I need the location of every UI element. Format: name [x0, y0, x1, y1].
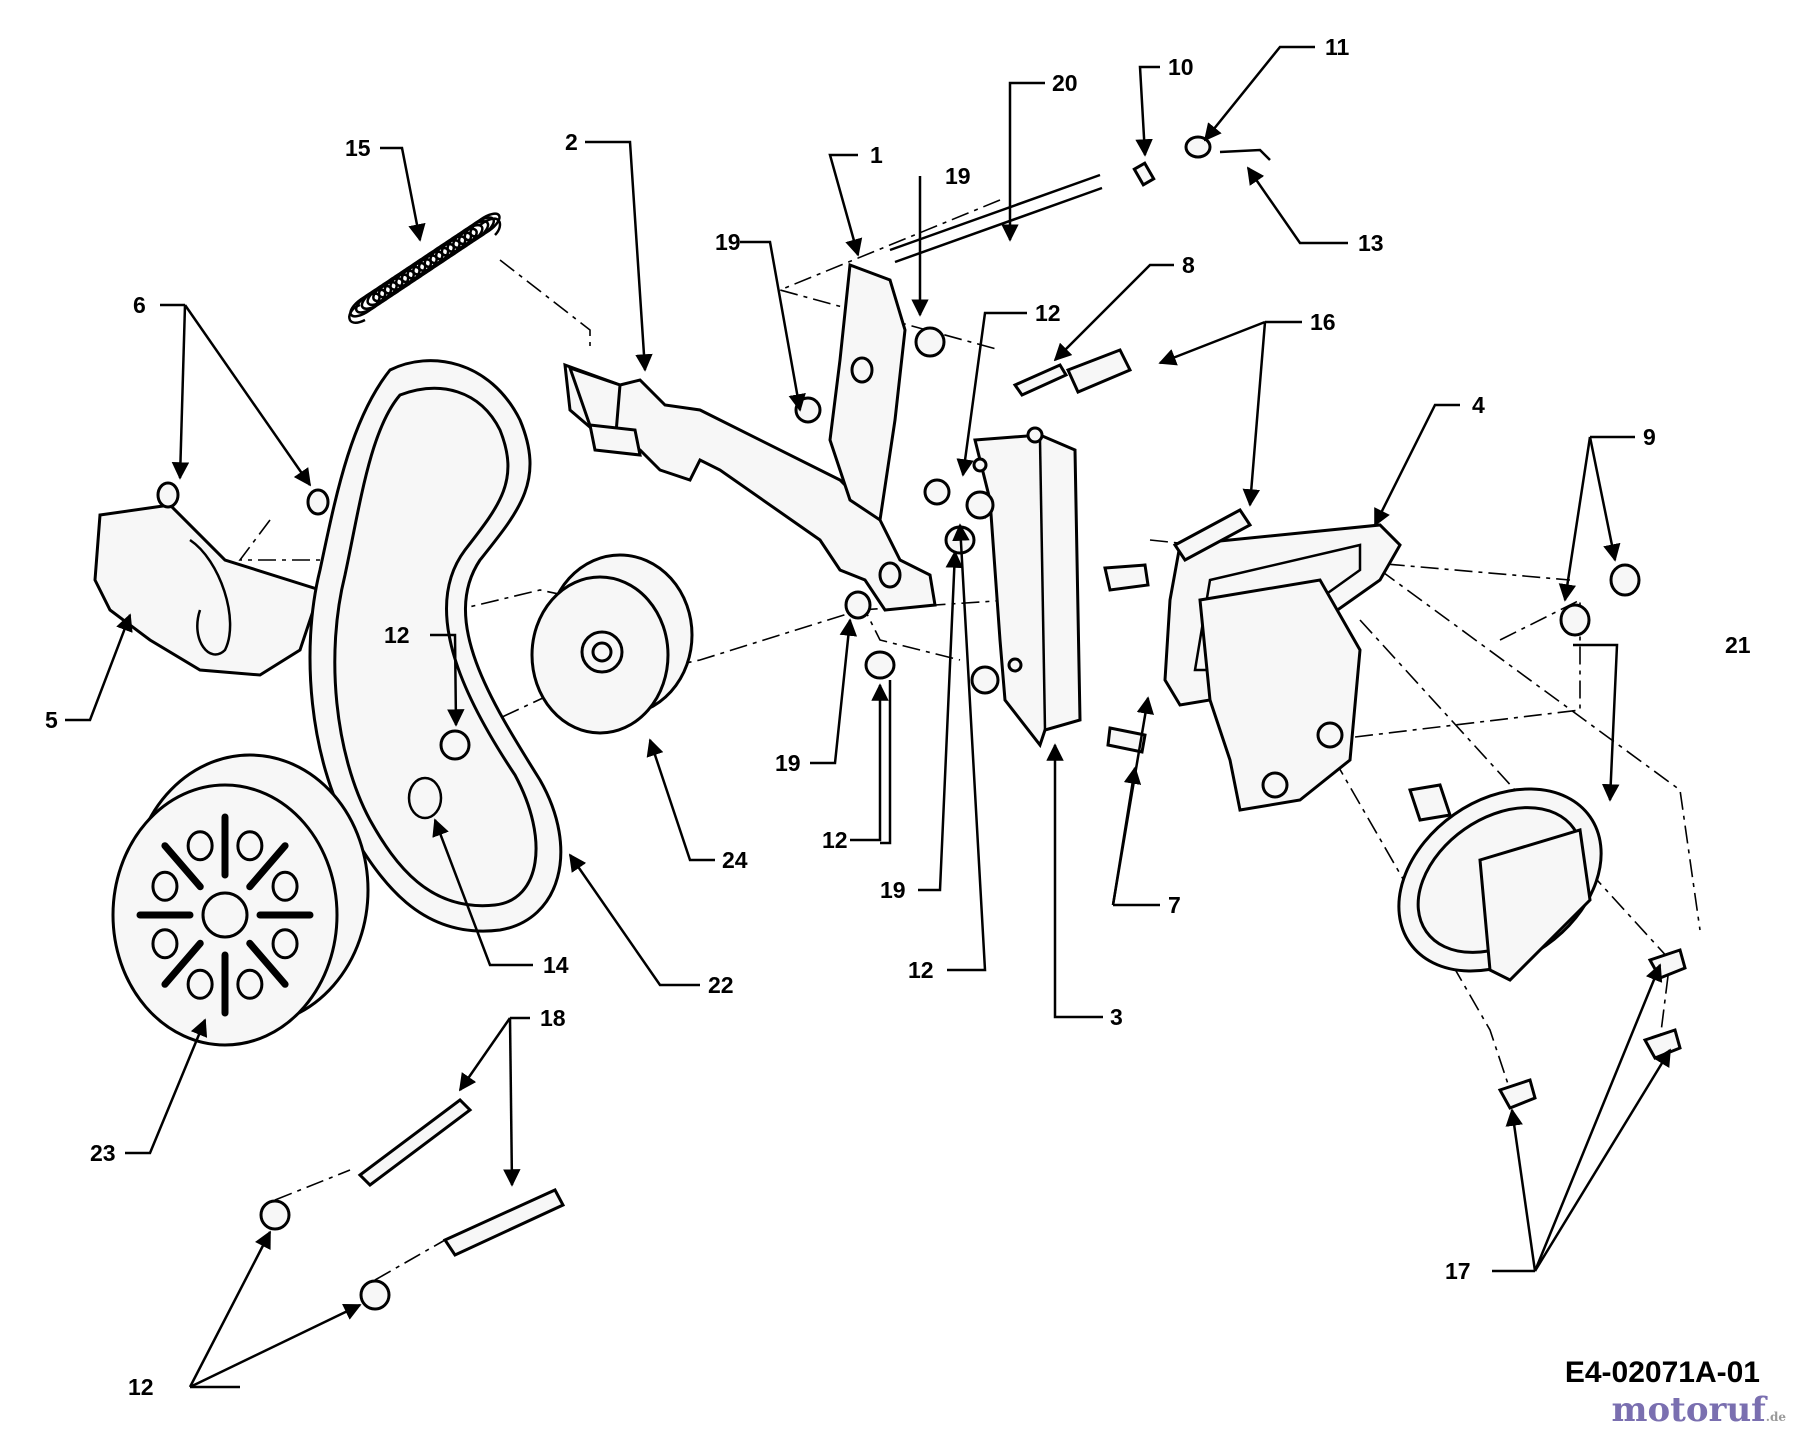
callout-12-d: 12	[908, 957, 934, 983]
callout-5: 5	[45, 707, 58, 733]
idler-pulley-part	[530, 553, 694, 735]
watermark-text: motoruf	[1611, 1390, 1766, 1430]
callout-7: 7	[1168, 892, 1181, 918]
callout-12-c: 12	[822, 827, 848, 853]
main-pulley-part	[111, 753, 370, 1047]
callout-6: 6	[133, 292, 146, 318]
callout-2: 2	[565, 129, 578, 155]
callout-24: 24	[722, 847, 748, 873]
pulley-spoke	[161, 842, 204, 891]
pulley-hole	[186, 830, 214, 862]
callout-19-a: 19	[715, 229, 741, 255]
pulley-spoke	[246, 842, 289, 891]
pulley-hole	[271, 870, 299, 902]
spring-part	[348, 212, 502, 324]
callout-12-b: 12	[384, 622, 410, 648]
watermark-logo: motoruf.de	[1612, 1390, 1787, 1430]
callout-15: 15	[345, 135, 371, 161]
pulley-hole	[236, 968, 264, 1000]
callout-12-e: 12	[128, 1374, 154, 1400]
callout-17: 17	[1445, 1258, 1471, 1284]
callout-19-b: 19	[945, 163, 971, 189]
callout-11: 11	[1325, 34, 1350, 60]
callout-14: 14	[543, 952, 569, 978]
callout-10: 10	[1168, 54, 1194, 80]
gearbox-housing-part	[1198, 578, 1362, 812]
pulley-hole	[236, 830, 264, 862]
callout-8: 8	[1182, 252, 1195, 278]
callout-1: 1	[870, 142, 883, 168]
watermark-tld: .de	[1765, 1410, 1786, 1424]
callout-4: 4	[1472, 392, 1485, 418]
leader-lines	[65, 45, 1672, 1389]
callout-23: 23	[90, 1140, 116, 1166]
pulley-spoke	[161, 939, 204, 988]
drawing-code: E4-02071A-01	[1564, 1356, 1760, 1389]
spring-coil	[469, 212, 501, 238]
hardware	[156, 135, 1687, 1311]
callout-19-c: 19	[775, 750, 801, 776]
clutch-cone-part	[1397, 783, 1603, 982]
left-bracket-part	[93, 503, 322, 677]
callout-12-a: 12	[1035, 300, 1061, 326]
pulley-hole	[151, 870, 179, 902]
belt-part	[308, 359, 563, 933]
callout-19-d: 19	[880, 877, 906, 903]
callout-18: 18	[540, 1005, 566, 1031]
pulley-hole	[151, 928, 179, 960]
pulley-spoke	[246, 939, 289, 988]
bracket-part	[972, 426, 1082, 749]
callout-16: 16	[1310, 309, 1336, 335]
callout-21: 21	[1725, 632, 1751, 658]
callout-labels: 1 2 3 4 5 6 7 8 9 10 11 12 12 12 12 12 1…	[45, 34, 1751, 1400]
upright-plate-part	[828, 262, 907, 523]
callout-3: 3	[1110, 1004, 1123, 1030]
pulley-hole	[271, 928, 299, 960]
callout-20: 20	[1052, 70, 1078, 96]
pulley-hole	[186, 968, 214, 1000]
callout-22: 22	[708, 972, 734, 998]
callout-13: 13	[1358, 230, 1384, 256]
callout-9: 9	[1643, 424, 1656, 450]
